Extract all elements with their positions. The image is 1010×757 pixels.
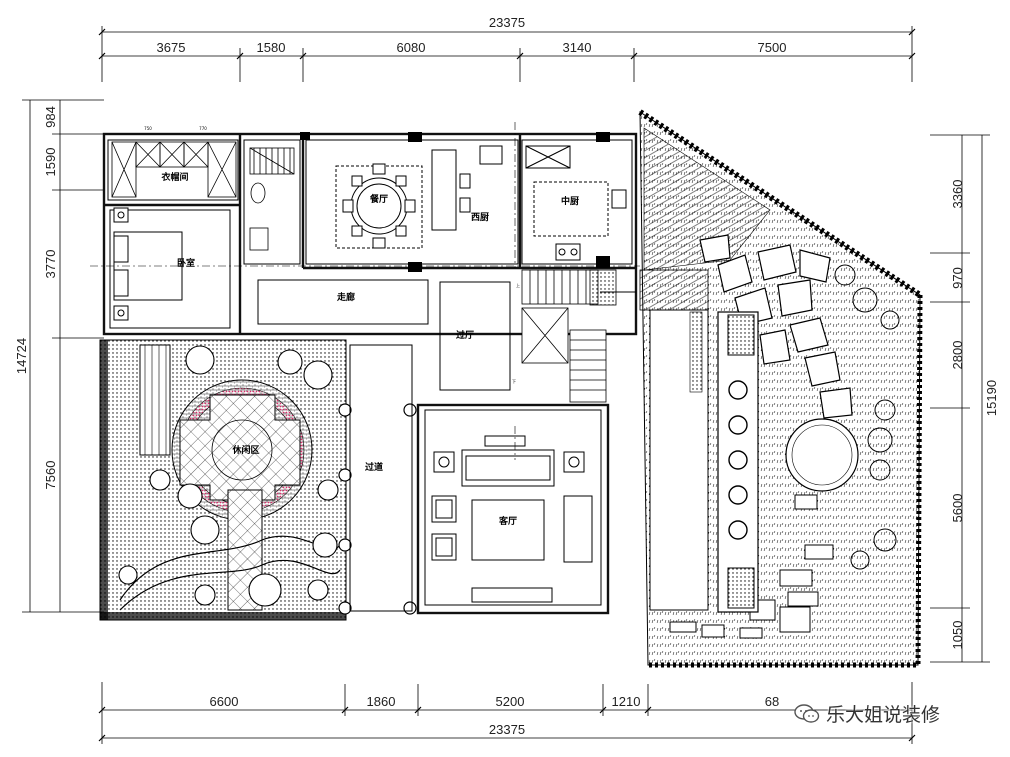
- stair-label-up: 上: [516, 282, 520, 288]
- room-label-chinese-kitchen: 中厨: [561, 195, 579, 207]
- dim-top-seg-1: 3675: [157, 40, 186, 55]
- cabinet-width-1: 750: [144, 126, 152, 131]
- dim-left-seg-2: 1590: [43, 148, 58, 177]
- dim-bottom-total: 23375: [489, 722, 525, 737]
- dimension-ticks: [98, 28, 916, 742]
- wechat-icon: [794, 703, 820, 723]
- dim-right-total: 15190: [984, 380, 999, 416]
- bathroom-fixtures: [249, 147, 295, 251]
- room-label-living-room: 客厅: [498, 515, 517, 527]
- room-label-dining: 餐厅: [369, 193, 388, 205]
- watermark: 乐大姐说装修: [794, 700, 940, 727]
- dim-right-seg-5: 1050: [950, 621, 965, 650]
- dim-bottom-seg-4: 1210: [612, 694, 641, 709]
- room-label-hall: 过厅: [456, 329, 474, 341]
- room-label-passage: 过道: [365, 461, 383, 473]
- west-garden: [99, 339, 417, 621]
- wall-openings: [300, 132, 610, 272]
- dining-table: [335, 163, 423, 249]
- dim-top-total: 23375: [489, 15, 525, 30]
- dim-bottom-seg-3: 5200: [496, 694, 525, 709]
- watermark-text: 乐大姐说装修: [826, 704, 941, 726]
- wardrobe-cabinets: [111, 141, 237, 198]
- dim-right-seg-4: 5600: [950, 494, 965, 523]
- stair-label-down: 下: [512, 379, 516, 384]
- room-label-corridor: 走廊: [336, 291, 355, 303]
- kitchen-island: [431, 145, 627, 261]
- bed: [113, 207, 183, 321]
- staircase: [521, 269, 617, 403]
- dim-left-seg-1: 984: [43, 106, 58, 128]
- dim-left-seg-3: 3770: [43, 250, 58, 279]
- dim-left-seg-4: 7560: [43, 461, 58, 490]
- living-room-furniture: [431, 435, 593, 603]
- east-garden: [638, 109, 923, 668]
- house-walls: [102, 132, 638, 615]
- axis-lines: [90, 122, 640, 460]
- dim-left-total: 14724: [14, 338, 29, 374]
- dim-top-seg-3: 6080: [397, 40, 426, 55]
- dim-right-seg-2: 970: [950, 267, 965, 289]
- cabinet-width-2: 770: [199, 126, 207, 131]
- room-label-cloakroom: 衣帽间: [161, 171, 188, 183]
- dim-bottom-seg-2: 1860: [367, 694, 396, 709]
- dim-bottom-seg-5: 68: [765, 694, 779, 709]
- dimension-lines: [22, 26, 990, 744]
- dim-bottom-seg-1: 6600: [210, 694, 239, 709]
- dim-top-seg-5: 7500: [758, 40, 787, 55]
- room-label-bedroom: 卧室: [177, 257, 195, 269]
- room-label-leisure-area: 休闲区: [231, 444, 259, 456]
- dim-right-seg-3: 2800: [950, 341, 965, 370]
- dim-right-seg-1: 3360: [950, 180, 965, 209]
- dim-top-seg-2: 1580: [257, 40, 286, 55]
- dim-top-seg-4: 3140: [563, 40, 592, 55]
- room-label-western-kitchen: 西厨: [471, 212, 489, 223]
